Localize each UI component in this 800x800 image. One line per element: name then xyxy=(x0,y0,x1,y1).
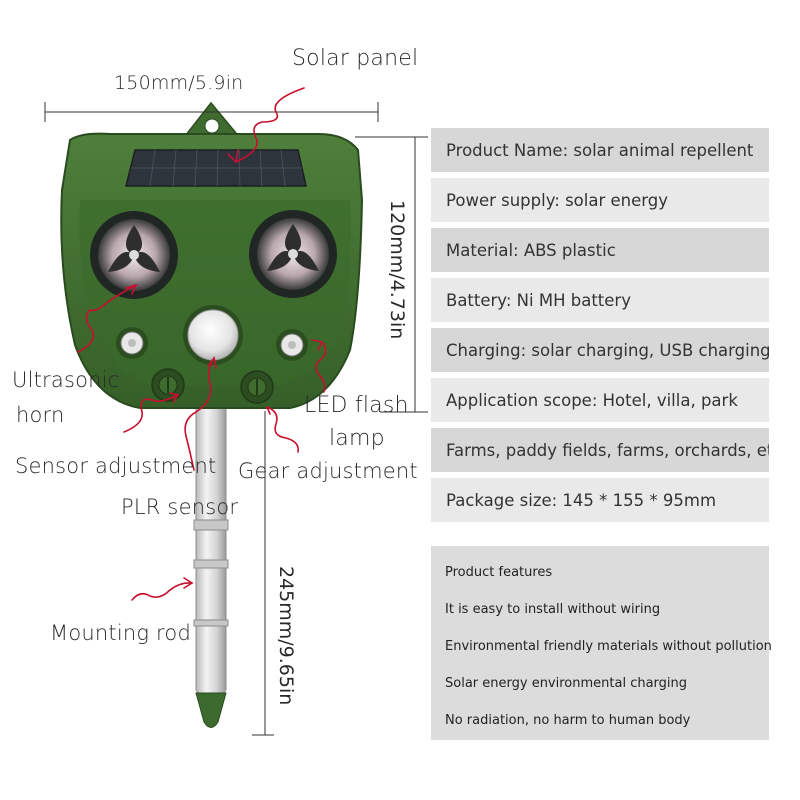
led-lamp-left xyxy=(116,327,148,359)
spec-row: Application scope: Hotel, villa, park xyxy=(431,378,769,422)
spec-row: Power supply: solar energy xyxy=(431,178,769,222)
ultrasonic-speaker-right xyxy=(249,210,337,298)
led-flash-lamp-label-line2: lamp xyxy=(329,426,385,451)
gear-adjustment-label: Gear adjustment xyxy=(238,459,418,483)
led-lamp-right xyxy=(276,329,308,361)
solar-panel xyxy=(125,149,307,187)
height-dimension-label: 120mm/4.73in xyxy=(386,200,408,340)
plr-sensor-label: PLR sensor xyxy=(121,495,239,519)
led-flash-lamp-label-line1: LED flash xyxy=(304,393,409,418)
spec-row: Battery: Ni MH battery xyxy=(431,278,769,322)
spec-row: Charging: solar charging, USB charging xyxy=(431,328,769,372)
rod-dimension-line xyxy=(252,411,274,736)
sensor-adjustment-knob xyxy=(151,368,185,402)
mounting-rod-label: Mounting rod xyxy=(50,621,191,645)
feature-item: It is easy to install without wiring xyxy=(445,602,661,617)
annotation-squiggles xyxy=(77,87,327,601)
ultrasonic-speaker-left xyxy=(90,211,178,299)
feature-item: Solar energy environmental charging xyxy=(445,676,688,691)
mounting-rod xyxy=(193,397,229,728)
spec-row: Package size: 145 * 155 * 95mm xyxy=(431,478,769,522)
features-title: Product features xyxy=(445,565,553,580)
sensor-adjustment-label: Sensor adjustment xyxy=(15,454,217,478)
width-dimension-label: 150mm/5.9in xyxy=(114,72,244,94)
product-features-panel: Product features It is easy to install w… xyxy=(431,546,772,740)
spec-row: Farms, paddy fields, farms, orchards, et… xyxy=(431,428,769,472)
solar-panel-label: Solar panel xyxy=(292,46,419,71)
ultrasonic-horn-label-line2: horn xyxy=(16,403,65,427)
height-dimension-line xyxy=(355,136,428,413)
feature-item: No radiation, no harm to human body xyxy=(445,713,691,728)
spec-row: Material: ABS plastic xyxy=(431,228,769,272)
feature-item: Environmental friendly materials without… xyxy=(445,639,772,654)
width-dimension-line xyxy=(44,102,379,122)
rod-dimension-label: 245mm/9.65in xyxy=(275,566,297,706)
gear-adjustment-knob xyxy=(240,370,274,404)
spec-row: Product Name: solar animal repellent xyxy=(431,128,769,172)
pir-sensor xyxy=(183,305,243,365)
ultrasonic-horn-label-line1: Ultrasonic xyxy=(12,368,120,392)
